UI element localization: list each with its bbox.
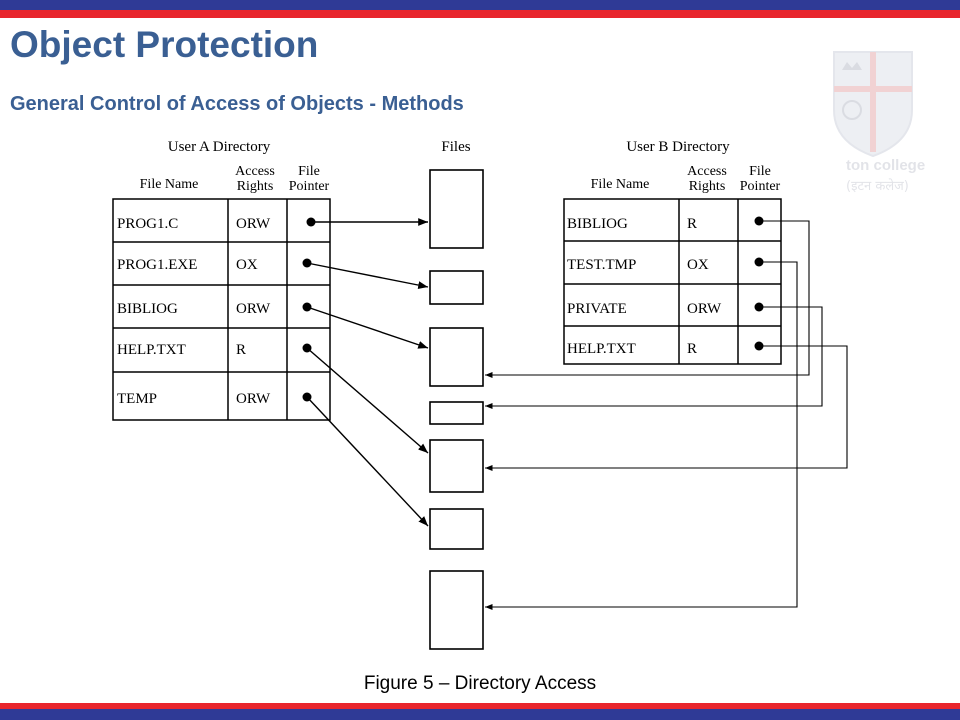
user-a-row: HELP.TXT R [117,342,312,358]
bottom-band-blue [0,709,960,720]
pointer-arrow [306,306,429,349]
figure-caption: Figure 5 – Directory Access [363,673,597,694]
user-b-access-rights: ORW [687,301,722,317]
user-a-file-name: PROG1.C [117,216,178,232]
pointer-arrow [485,306,823,410]
user-a-file-name: TEMP [117,391,157,407]
user-a-file-name: PROG1.EXE [117,257,197,273]
user-b-row: BIBLIOG R [567,216,764,232]
user-b-file-name: PRIVATE [567,301,627,317]
file-block [429,570,484,650]
user-a-access-rights: OX [236,257,258,273]
file-block [429,439,484,493]
user-a-header-file-name: File Name [140,177,199,192]
pointer-arrow [485,261,798,611]
user-a-access-rights: R [236,342,246,358]
user-b-header-file-name: File Name [591,177,650,192]
pointer-arrow [306,396,429,527]
pointer-arrow [306,262,429,289]
user-a-row: TEMP ORW [117,391,312,407]
files-label: Files [441,139,470,155]
file-blocks [429,169,484,650]
user-b-file-name: BIBLIOG [567,216,628,232]
user-b-file-name: TEST.TMP [567,257,636,273]
user-b-access-rights: R [687,216,697,232]
top-band-blue [0,0,960,10]
user-a-file-name: HELP.TXT [117,342,186,358]
top-band-red [0,10,960,18]
pointer-arrow [306,347,429,454]
user-b-access-rights: R [687,341,697,357]
user-a-row: PROG1.C ORW [117,216,316,232]
bottom-band-red [0,703,960,709]
file-block [429,169,484,249]
user-a-access-rights: ORW [236,216,271,232]
pointer-arrow [485,220,810,379]
user-b-directory-label: User B Directory [626,139,730,155]
slide-title: Object Protection [10,24,319,65]
user-a-file-name: BIBLIOG [117,301,178,317]
file-block [429,270,484,305]
user-b-pointer-arrows [485,220,848,611]
watermark-text-line1: ton college [846,157,925,174]
user-a-pointer-arrows [306,218,429,527]
pointer-arrow [485,345,848,472]
user-a-directory-label: User A Directory [168,139,271,155]
user-b-row: TEST.TMP OX [567,257,764,273]
user-b-file-name: HELP.TXT [567,341,636,357]
slide-subtitle: General Control of Access of Objects - M… [10,93,464,115]
user-a-access-rights: ORW [236,301,271,317]
user-a-access-rights: ORW [236,391,271,407]
file-block [429,401,484,425]
college-crest-watermark: ton college (इटन कलेज) [833,51,925,194]
watermark-text-line2: (इटन कलेज) [846,178,909,194]
user-a-row: BIBLIOG ORW [117,301,312,317]
user-b-table [563,198,782,365]
user-a-table [112,198,331,421]
user-a-row: PROG1.EXE OX [117,257,312,273]
file-block [429,327,484,387]
user-b-row: HELP.TXT R [567,341,764,357]
file-block [429,508,484,550]
user-b-row: PRIVATE ORW [567,301,764,317]
user-b-access-rights: OX [687,257,709,273]
